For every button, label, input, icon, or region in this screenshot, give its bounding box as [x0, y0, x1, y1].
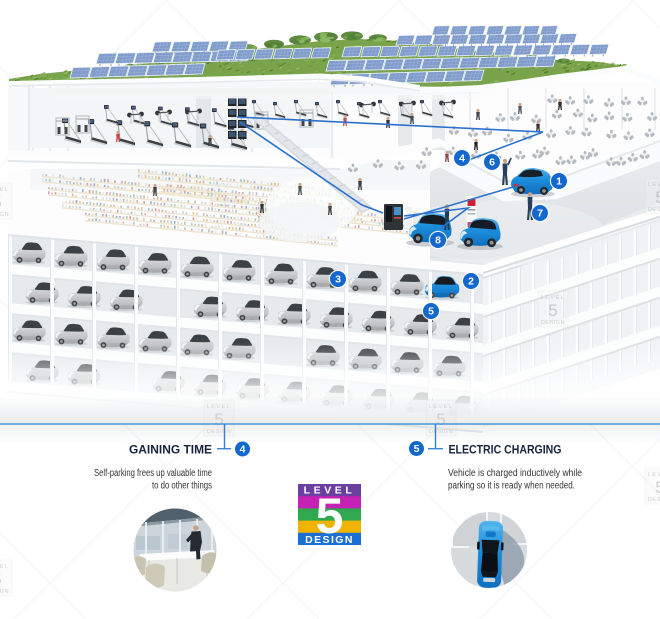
svg-text:5: 5	[0, 570, 2, 589]
svg-text:1: 1	[556, 176, 562, 188]
svg-text:DESIGN: DESIGN	[648, 497, 660, 503]
svg-text:DESIGN: DESIGN	[0, 589, 9, 595]
svg-text:5: 5	[414, 443, 420, 455]
svg-text:GAINING TIME: GAINING TIME	[129, 443, 212, 457]
svg-text:Vehicle is charged inductively: Vehicle is charged inductively while	[448, 468, 582, 479]
svg-text:ELECTRIC CHARGING: ELECTRIC CHARGING	[449, 443, 562, 457]
svg-text:DESIGN: DESIGN	[0, 212, 9, 218]
svg-text:DESIGN: DESIGN	[305, 534, 354, 546]
svg-text:LEVEL: LEVEL	[541, 295, 566, 301]
svg-text:LEVEL: LEVEL	[304, 485, 356, 497]
svg-text:LEVEL: LEVEL	[0, 187, 9, 193]
svg-text:5: 5	[655, 478, 660, 497]
svg-text:5: 5	[0, 193, 2, 212]
svg-text:6: 6	[489, 157, 495, 169]
svg-text:4: 4	[240, 444, 246, 456]
svg-text:5: 5	[655, 188, 660, 207]
svg-text:7: 7	[537, 208, 543, 220]
svg-text:LEVEL: LEVEL	[0, 564, 9, 570]
svg-text:5: 5	[316, 488, 344, 544]
svg-text:5: 5	[548, 301, 557, 320]
svg-text:to do other things: to do other things	[152, 481, 212, 492]
svg-text:4: 4	[459, 153, 465, 165]
svg-text:2: 2	[468, 276, 474, 288]
svg-text:5: 5	[428, 306, 434, 318]
svg-text:8: 8	[435, 235, 441, 247]
svg-text:parking so it is ready when ne: parking so it is ready when needed.	[448, 481, 575, 492]
svg-text:LEVEL: LEVEL	[648, 472, 660, 478]
svg-text:LEVEL: LEVEL	[648, 182, 660, 188]
svg-text:DESIGN: DESIGN	[648, 207, 660, 213]
svg-text:Self-parking frees up valuable: Self-parking frees up valuable time	[94, 468, 212, 479]
svg-text:DESIGN: DESIGN	[541, 320, 565, 326]
svg-text:3: 3	[335, 274, 341, 286]
